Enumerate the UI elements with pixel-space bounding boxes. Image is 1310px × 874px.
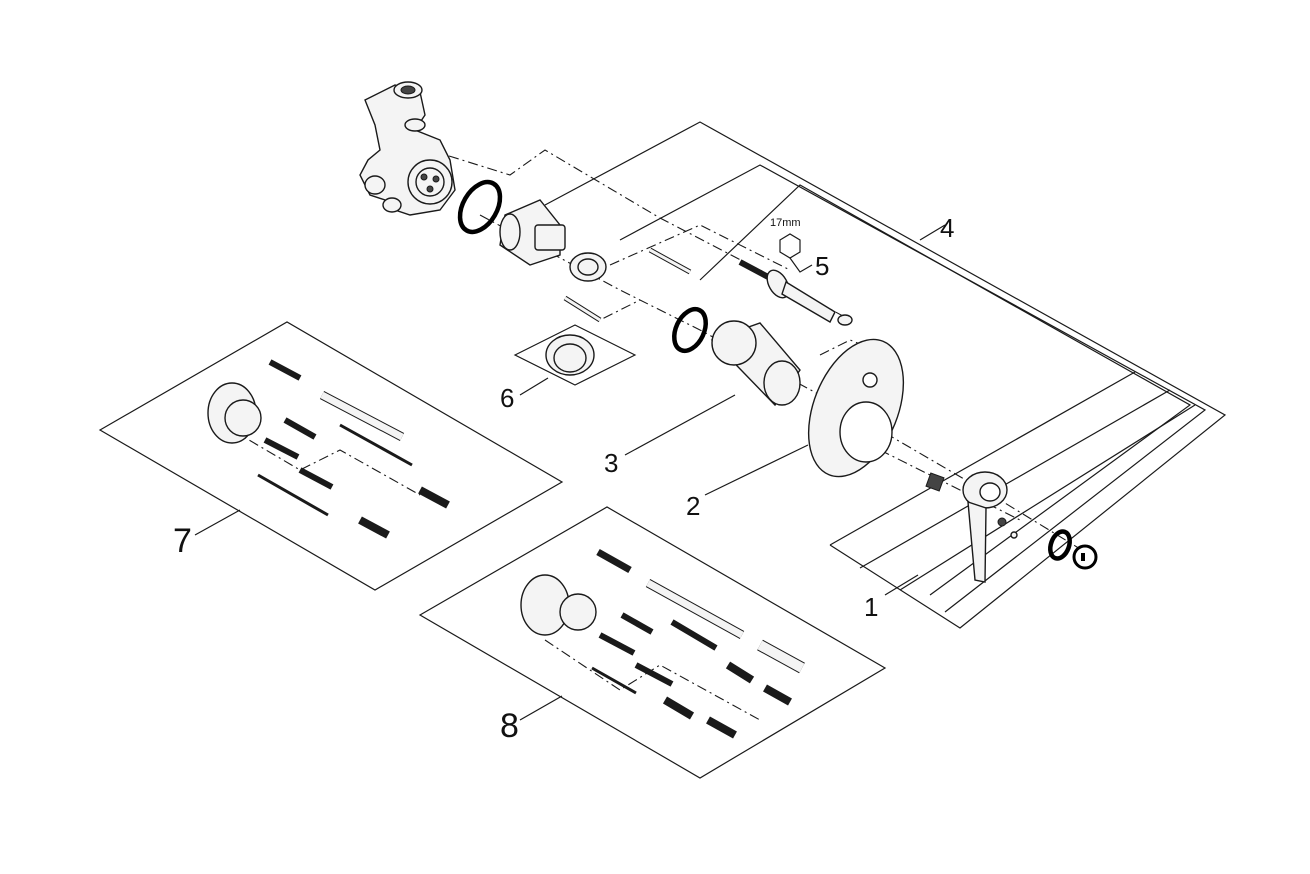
kit-7 xyxy=(98,321,564,591)
valve-body xyxy=(359,81,456,216)
callout-3: 3 xyxy=(604,448,618,478)
callout-8: 8 xyxy=(500,707,519,745)
kit-4-frame xyxy=(544,121,1227,629)
callout-4: 4 xyxy=(940,213,954,243)
o-ring-large xyxy=(457,179,503,235)
sleeve xyxy=(672,306,801,407)
callout-leaders xyxy=(194,224,946,721)
escutcheon-plate xyxy=(807,338,905,478)
callout-2: 2 xyxy=(686,491,700,521)
hex-wrench-symbol: 17mm xyxy=(770,217,801,259)
lever-handle xyxy=(925,471,1098,583)
diverter-spindle xyxy=(738,259,853,326)
callout-5: 5 xyxy=(815,251,829,281)
mounting-screws xyxy=(563,247,692,323)
kit-8 xyxy=(418,506,887,779)
callout-1: 1 xyxy=(864,592,878,622)
callout-7: 7 xyxy=(173,522,192,560)
cartridge xyxy=(499,199,607,282)
wrench-size-label: 17mm xyxy=(770,217,801,229)
callout-6: 6 xyxy=(500,383,514,413)
kit-6 xyxy=(513,324,637,386)
